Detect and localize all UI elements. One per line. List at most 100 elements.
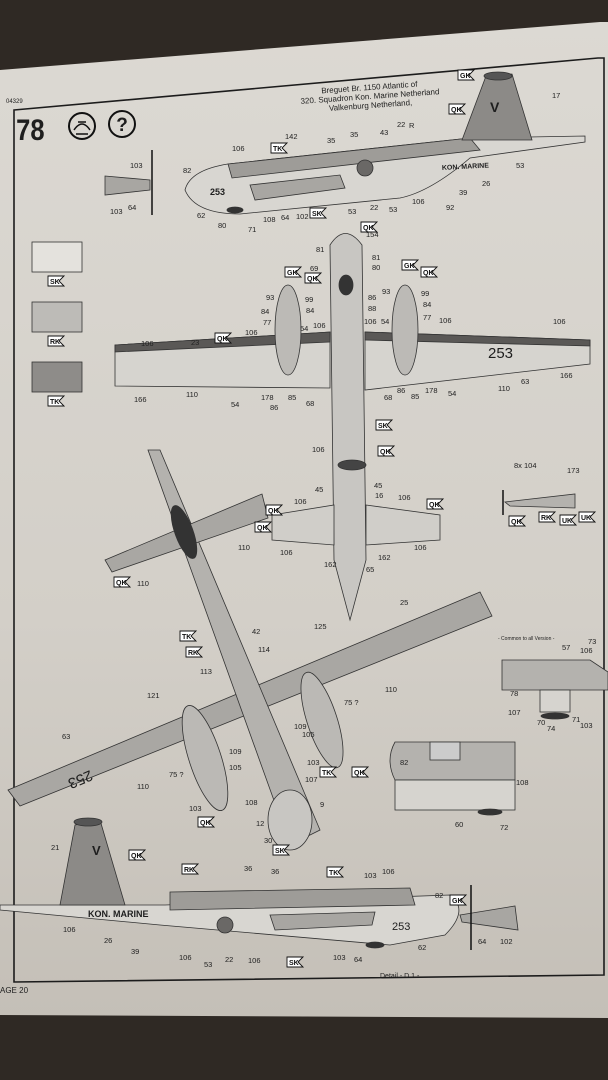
side-view-right — [0, 817, 519, 950]
callout-top-side: 39 — [459, 188, 467, 197]
callout-bottom-side: 106 — [63, 925, 76, 934]
callout-inset: 57 — [562, 643, 570, 652]
color-code-badge-qk: QK — [508, 515, 527, 527]
callout-plan: 99 — [305, 295, 313, 304]
callout-bottom-side: 53 — [204, 960, 212, 969]
callout-bottom-side: 64 — [478, 937, 486, 946]
callout-underside: 121 — [147, 691, 160, 700]
svg-text:QK: QK — [423, 270, 434, 277]
color-code-badge-qk: QK — [265, 504, 284, 516]
callout-underside: 110 — [238, 543, 250, 552]
callout-top-side: 142 — [285, 132, 298, 141]
callout-bottom-side: 36 — [271, 867, 279, 876]
callout-bottom-side: 106 — [382, 867, 395, 876]
svg-text:TK: TK — [50, 399, 59, 406]
callout-bottom-side: 22 — [225, 955, 233, 964]
tail-letter-right: V — [92, 843, 101, 858]
color-code-badge-qk: QK — [420, 266, 439, 278]
color-code-badge-rk: RK — [538, 511, 557, 523]
swatch-rk — [31, 301, 83, 333]
callout-bottom-side: 106 — [179, 953, 192, 962]
color-code-badge-qk: QK — [377, 445, 396, 457]
callout-underside: 9 — [320, 800, 324, 809]
page-frame — [13, 57, 605, 983]
svg-text:GK: GK — [452, 898, 463, 905]
svg-text:QK: QK — [257, 525, 268, 532]
underside-view — [7, 449, 493, 851]
callout-plan: 85 — [288, 393, 296, 402]
callout-inset: 107 — [508, 708, 521, 717]
hull-text: KON. MARINE — [442, 163, 490, 172]
callout-underside: 106 — [294, 497, 307, 506]
callout-underside: 16 — [375, 491, 383, 500]
color-code-badge-qk: QK — [197, 816, 216, 828]
callout-inset: 71 — [572, 715, 580, 724]
callout-top-side: 106 — [232, 144, 245, 153]
callout-plan: 86 — [270, 403, 278, 412]
svg-text:TK: TK — [322, 770, 331, 777]
callout-plan: 54 — [300, 324, 308, 333]
callout-plan: 93 — [382, 287, 390, 296]
color-code-badge-gk: GK — [457, 69, 476, 81]
color-code-badge-tk: TK — [270, 142, 289, 154]
callout-underside: 25 — [400, 598, 408, 607]
callout-top-side: 17 — [552, 91, 560, 100]
step-number: 78 — [16, 113, 44, 146]
color-code-badge-rk: RK — [185, 646, 204, 658]
callout-inset: 74 — [547, 724, 555, 733]
callout-underside: 110 — [385, 685, 397, 694]
callout-plan: 85 — [411, 392, 419, 401]
svg-text:?: ? — [116, 115, 128, 136]
inset-title: - Common to all Version - — [498, 636, 555, 642]
legend-code-badge: SK — [47, 275, 66, 287]
swatch-tk — [31, 361, 83, 393]
callout-plan: 106 — [245, 328, 258, 337]
svg-text:SK: SK — [378, 423, 388, 430]
callout-inset: 106 — [580, 646, 593, 655]
callout-underside: 75 ? — [344, 698, 359, 707]
svg-text:QK: QK — [451, 107, 462, 114]
callout-underside: 162 — [378, 553, 391, 562]
color-code-badge-qk: QK — [113, 576, 132, 588]
callout-underside: 45 — [315, 485, 323, 494]
color-code-badge-gk: GK — [284, 266, 303, 278]
callout-underside: 106 — [398, 493, 411, 502]
legend-code-tk: TK — [47, 395, 66, 407]
callout-inset: 78 — [510, 689, 518, 698]
callout-top-side: 108 — [263, 215, 276, 224]
callout-underside: 30 — [264, 836, 272, 845]
callout-underside: 105 — [302, 730, 315, 739]
color-code-badge-qk: QK — [304, 272, 323, 284]
detail-label: Detail - D 1 - — [380, 973, 420, 980]
callout-top-side: 22 — [370, 203, 378, 212]
color-code-badge-qk: QK — [254, 521, 273, 533]
color-code-badge-tk: TK — [179, 630, 198, 642]
legend-code-rk: RK — [47, 335, 66, 347]
callout-plan: 86 — [397, 386, 405, 395]
svg-text:UK: UK — [562, 518, 572, 525]
callout-inset: 73 — [588, 637, 596, 646]
callout-top-side: 82 — [183, 166, 191, 175]
color-code-badge-qk: QK — [360, 221, 379, 233]
callout-plan: 154 — [366, 230, 379, 239]
svg-text:SK: SK — [312, 211, 322, 218]
svg-text:QK: QK — [307, 276, 318, 283]
code-label: 04329 — [6, 99, 23, 105]
callout-inset: 60 — [455, 820, 463, 829]
callout-top-side: R — [409, 121, 415, 130]
callout-plan: 84 — [423, 300, 431, 309]
callout-top-side: 102 — [296, 212, 309, 221]
callout-bottom-side: 64 — [354, 955, 362, 964]
callout-top-side: 53 — [389, 205, 397, 214]
tail-letter: V — [490, 99, 500, 115]
svg-text:SK: SK — [289, 960, 299, 967]
color-code-badge-gk: GK — [401, 259, 420, 271]
serial-text-right: 253 — [392, 921, 410, 933]
svg-text:GK: GK — [460, 73, 471, 80]
detail-prop — [502, 490, 576, 515]
color-code-badge-qk: QK — [214, 332, 233, 344]
svg-text:QK: QK — [200, 820, 211, 827]
callout-bottom-side: 82 — [435, 891, 443, 900]
callout-underside: 106 — [414, 543, 427, 552]
serial-text: 253 — [210, 187, 225, 197]
